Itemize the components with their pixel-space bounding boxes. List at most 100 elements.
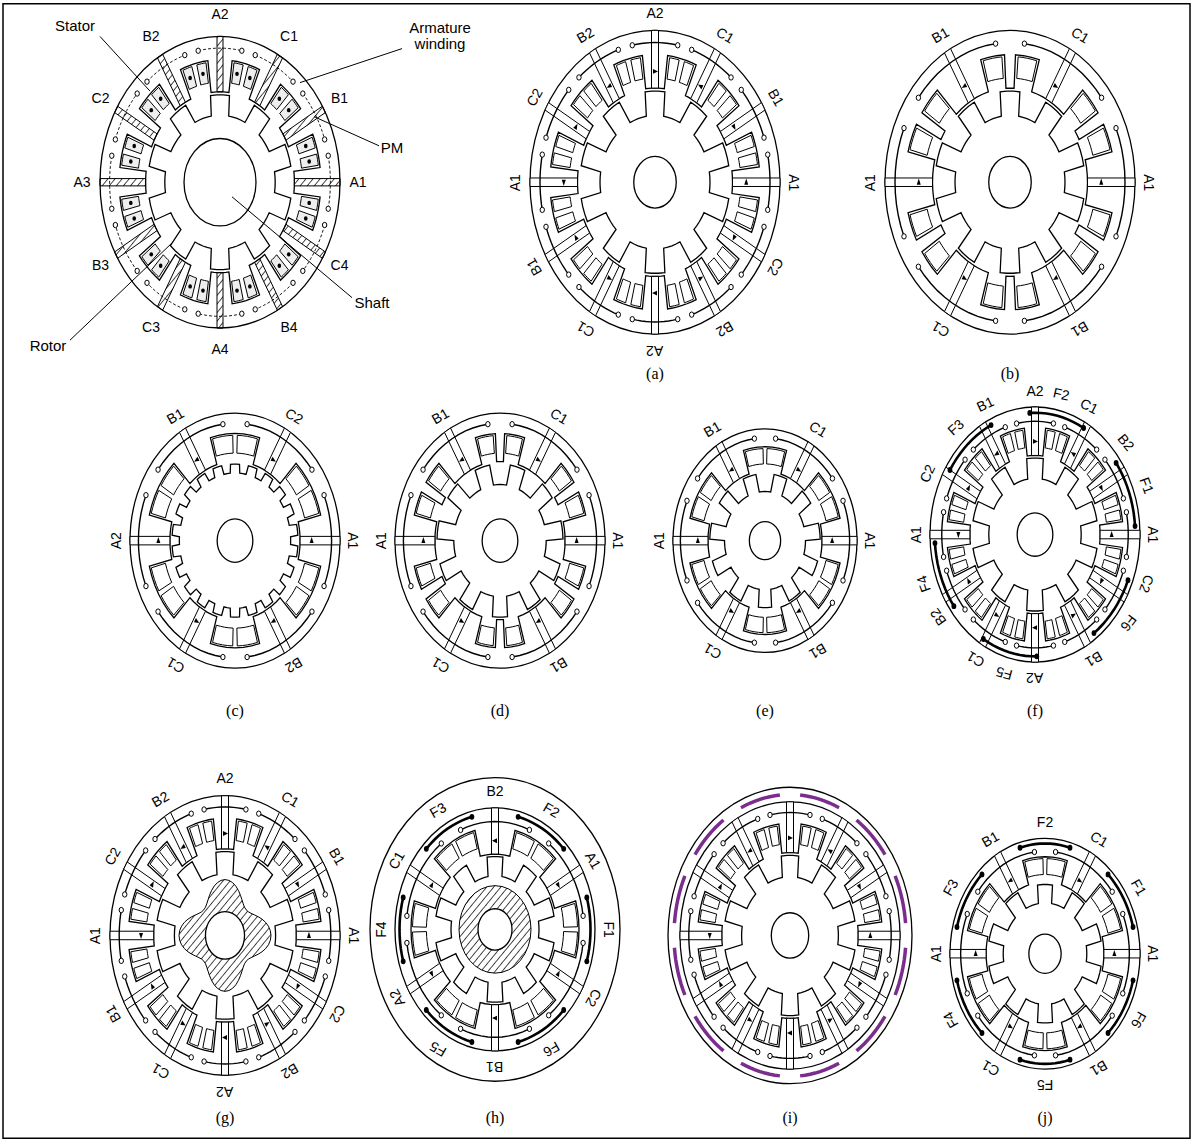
coil-side [616, 62, 630, 86]
magnetization-arrow [830, 537, 834, 543]
coil-side [718, 992, 735, 1011]
armature-coil [1105, 571, 1123, 610]
field-terminal [1092, 630, 1097, 636]
coil-terminal [676, 43, 680, 48]
field-terminal [401, 958, 406, 964]
permanent-magnet [296, 931, 340, 940]
coil-label: B1 [1087, 1056, 1111, 1079]
shaft [478, 909, 512, 950]
magnetization-arrow [574, 235, 578, 241]
coil-label: A2 [1025, 384, 1044, 399]
coil-terminal [692, 894, 696, 899]
coil-terminal [944, 496, 948, 501]
permanent-magnet [1104, 949, 1140, 958]
field-terminal [955, 924, 960, 930]
coil-side [863, 948, 880, 961]
coil-side [1017, 283, 1037, 308]
armature-coil [255, 55, 293, 82]
magnetization-arrow [967, 578, 971, 584]
magnetization-arrow [459, 618, 464, 623]
coil-label: F2 [540, 799, 564, 822]
coil-terminal [458, 1026, 462, 1031]
magnetization-arrow [194, 618, 199, 623]
machine-section [100, 36, 340, 328]
armature-coil [741, 227, 764, 275]
coil-side [810, 581, 830, 606]
magnetization-arrow [607, 83, 612, 88]
coil-terminal [766, 207, 770, 212]
permanent-magnet [217, 36, 223, 91]
coil-terminal [540, 207, 544, 212]
coil-terminal [421, 609, 425, 614]
armature-coil [155, 814, 191, 839]
magnetization-arrow [857, 883, 861, 889]
coil-terminal [1103, 457, 1107, 462]
coil-terminal [291, 79, 295, 84]
coil-side [708, 258, 726, 281]
field-terminal [1106, 1030, 1111, 1036]
coil-side [151, 490, 171, 518]
coil-side [745, 449, 763, 467]
field-terminal [1126, 577, 1131, 583]
coil-terminal [257, 811, 261, 816]
coil-terminal [405, 913, 409, 918]
coil-label: F3 [944, 416, 968, 440]
coil-label: B2 [485, 784, 504, 799]
permanent-magnet [858, 931, 900, 940]
armature-coil [895, 128, 904, 236]
coil-side [232, 63, 244, 85]
coil-side [1087, 209, 1110, 236]
coil-label: B1 [325, 845, 348, 869]
armature-coil [549, 843, 583, 915]
magnetization-arrow [1077, 1023, 1082, 1028]
coil-side [1091, 886, 1112, 912]
coil-side [1003, 616, 1015, 636]
coil-side [952, 495, 968, 509]
coil-terminal [577, 75, 581, 80]
coil-terminal [153, 836, 157, 841]
armature-coil [512, 424, 577, 469]
coil-side [1017, 57, 1037, 82]
coil-terminal [202, 807, 206, 812]
coil-terminal [1110, 1013, 1114, 1018]
coil-terminal [1022, 318, 1026, 323]
coil-side [160, 845, 177, 866]
magnetization-arrow [307, 932, 311, 938]
coil-side [125, 211, 144, 228]
coil-terminal [887, 908, 891, 913]
shaft [634, 156, 677, 208]
coil-label: C4 [330, 258, 350, 273]
coil-terminal [245, 654, 249, 659]
armature-coil [973, 620, 1005, 642]
coil-side [298, 563, 318, 591]
coil-side [1015, 620, 1025, 639]
coil-side [302, 908, 319, 921]
armature-coil [770, 813, 810, 815]
coil-terminal [884, 972, 888, 977]
coil-side [152, 87, 170, 109]
coil-side [738, 153, 757, 168]
magnetization-arrow [223, 831, 228, 836]
coil-side [236, 821, 247, 842]
shaft [771, 913, 808, 958]
coil-terminal [323, 892, 327, 897]
permanent-magnet [100, 179, 146, 186]
armature-coil [204, 807, 246, 810]
coil-side [131, 949, 148, 962]
coil-side [161, 586, 184, 615]
armature-coil [1056, 852, 1113, 892]
field-coil [400, 897, 404, 961]
coil-terminal [841, 578, 845, 583]
coil-label: A1 [346, 926, 361, 945]
field-coil [1020, 1060, 1070, 1064]
field-terminal [584, 958, 589, 964]
coil-side [969, 974, 987, 999]
field-coil [957, 980, 982, 1033]
coil-terminal [183, 307, 187, 312]
armature-coil [1126, 512, 1128, 557]
coil-terminal [695, 600, 699, 605]
shaft [482, 519, 518, 562]
coil-side [1102, 495, 1118, 509]
coil-side [810, 476, 830, 501]
coil-label: C2 [325, 1001, 348, 1026]
